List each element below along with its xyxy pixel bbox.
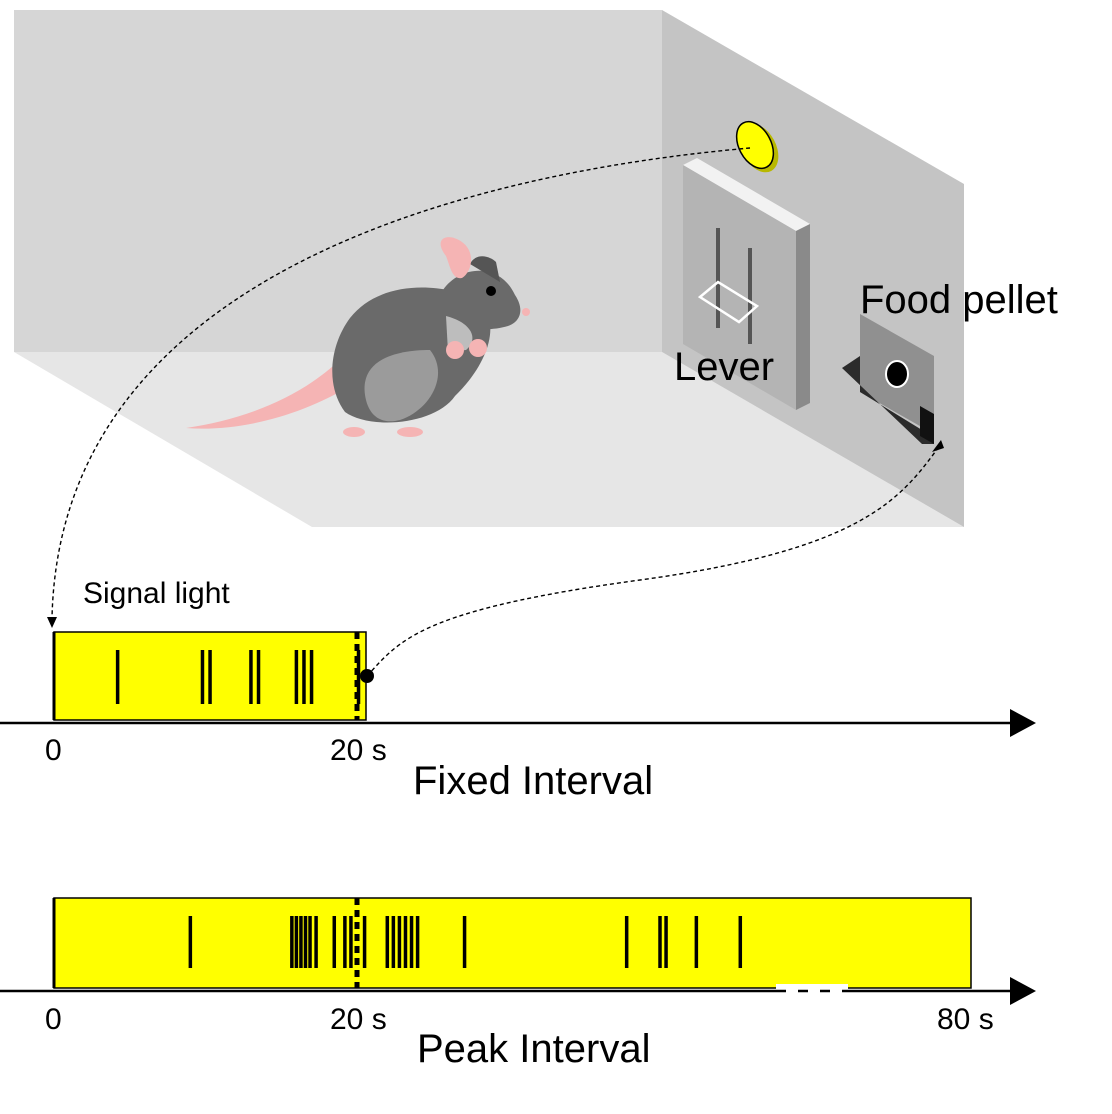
chamber-floor <box>14 352 964 527</box>
food-pellet-label: Food pellet <box>860 278 1058 322</box>
pi-tick-20: 20 s <box>330 1003 387 1036</box>
lever-panel-icon <box>683 158 810 410</box>
signal-light-icon <box>735 120 779 173</box>
arrowhead-down-icon <box>47 617 57 628</box>
mouse-icon <box>186 237 530 437</box>
signal-light-label: Signal light <box>83 577 230 610</box>
food-hopper-icon <box>842 314 934 444</box>
axis-break <box>776 984 848 998</box>
lever-label: Lever <box>674 345 774 389</box>
pi-tick-80: 80 s <box>937 1003 994 1036</box>
pi-tick-0: 0 <box>45 1003 62 1036</box>
peak-interval-timeline: 0 20 s 80 s Peak Interval <box>0 897 1036 1071</box>
chamber-back-wall <box>14 10 662 352</box>
fi-axis-arrow-icon <box>1010 709 1036 737</box>
arrowhead-up-icon <box>932 440 944 452</box>
pi-axis-arrow-icon <box>1010 977 1036 1005</box>
connector-arrows <box>51 147 939 677</box>
food-pellet-icon <box>885 360 909 388</box>
fi-tick-20: 20 s <box>330 734 387 767</box>
fi-tick-0: 0 <box>45 734 62 767</box>
reward-dot <box>360 669 374 683</box>
reward-to-hopper-arrow <box>366 447 939 677</box>
fixed-interval-timeline: 0 20 s Fixed Interval <box>0 631 1036 803</box>
pi-title: Peak Interval <box>417 1027 650 1071</box>
pi-signal-bar <box>53 897 972 989</box>
light-to-timeline-arrow <box>51 147 751 619</box>
fi-title: Fixed Interval <box>413 759 653 803</box>
